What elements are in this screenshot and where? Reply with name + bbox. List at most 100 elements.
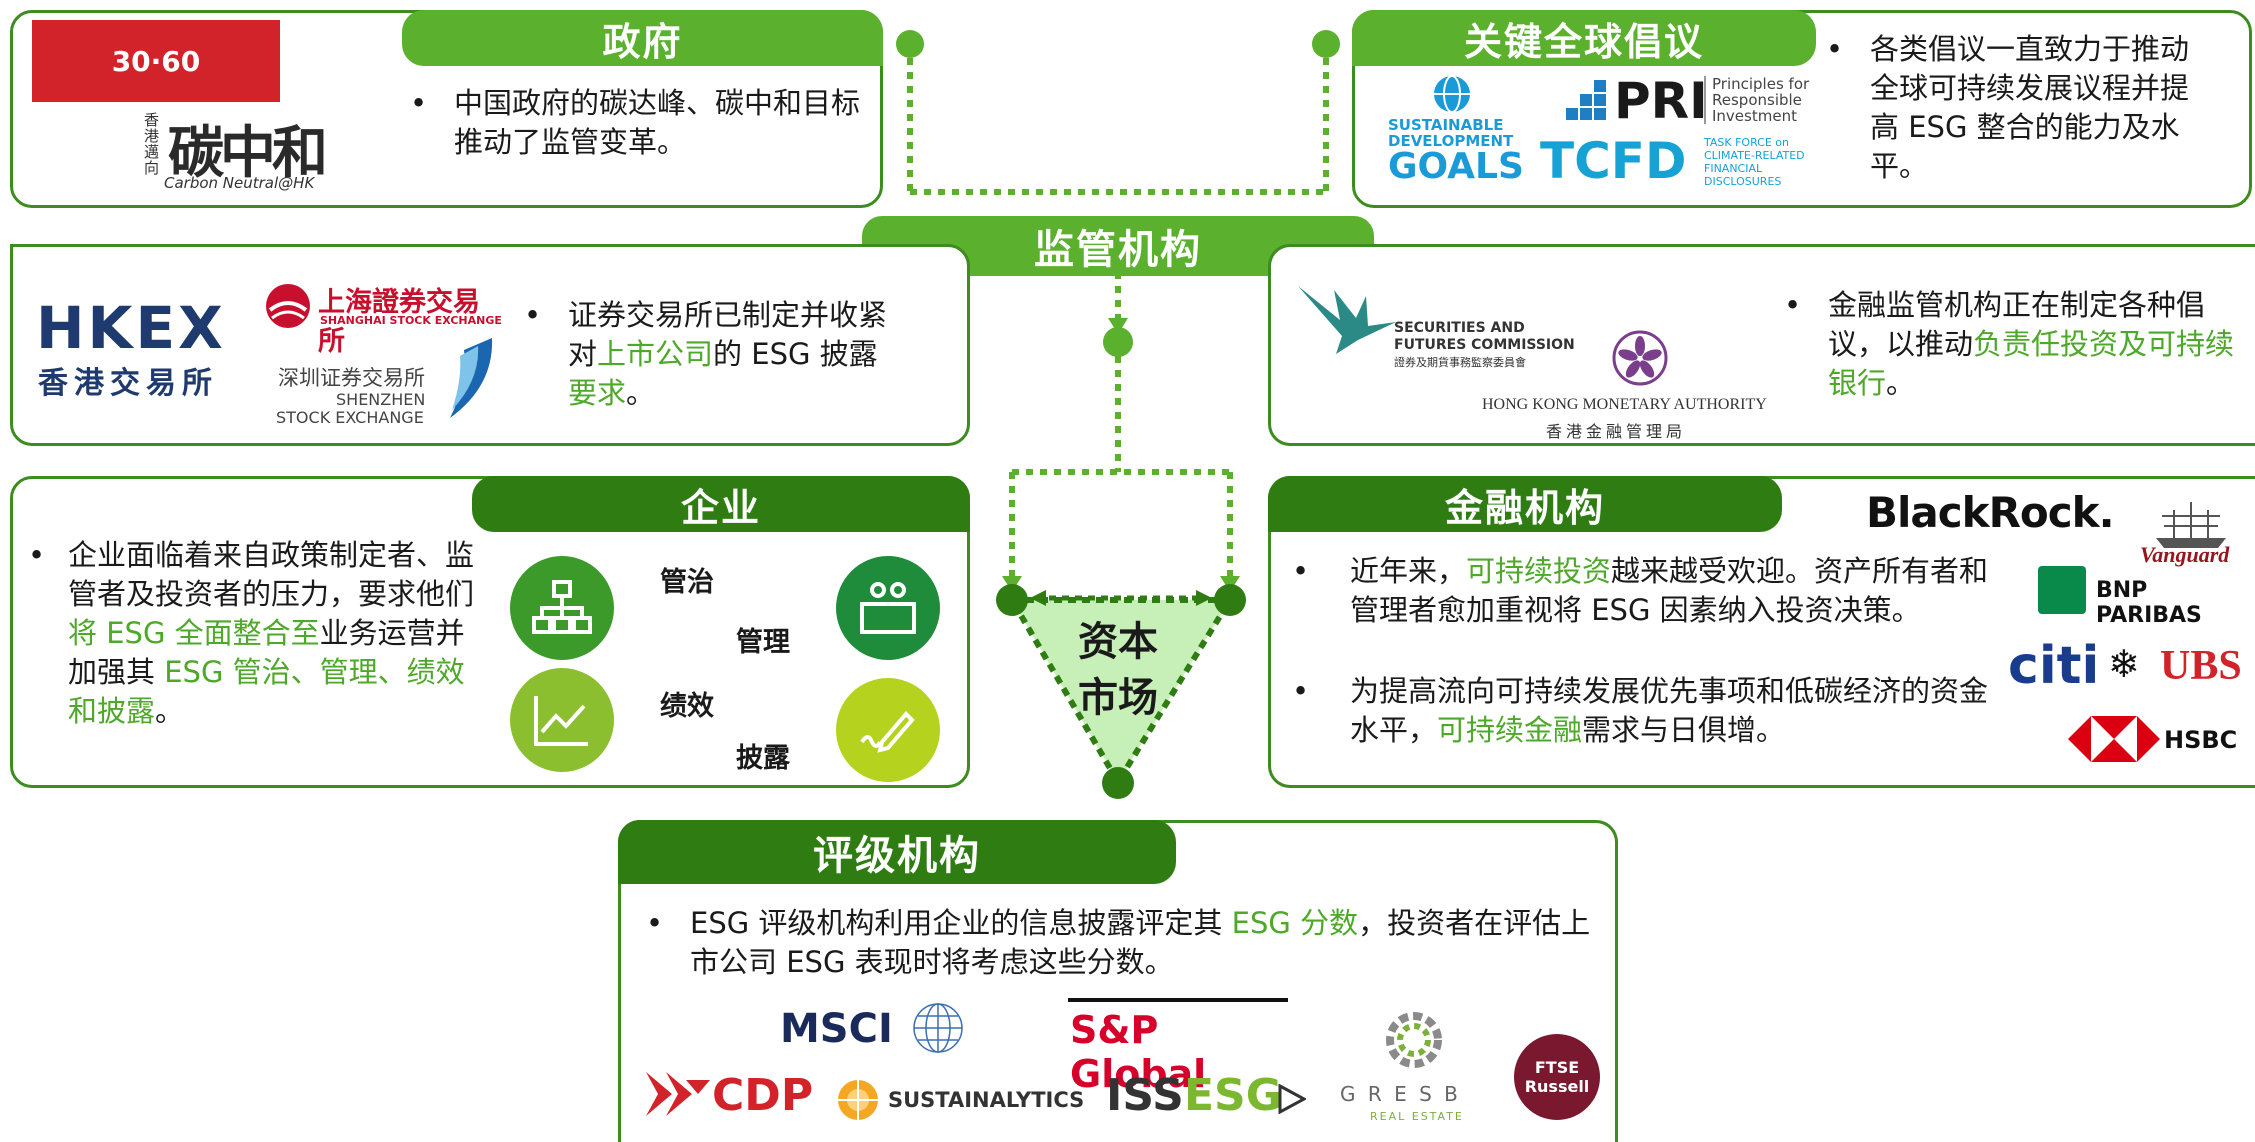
rating-agencies-header: 评级机构	[618, 820, 1176, 884]
logo-hk-prefix: 香港邁向	[144, 111, 160, 177]
capital-market-line1: 资本	[1078, 619, 1158, 665]
esg-text: ESG	[1184, 1070, 1282, 1121]
sdg-line3: GOALS	[1388, 146, 1524, 187]
governance-label: 管治	[660, 567, 714, 598]
sp-global-logo: S&P Global	[1068, 998, 1288, 1096]
hkma-cn: 香 港 金 融 管 理 局	[1546, 424, 1683, 441]
regulators-title: 监管机构	[1034, 227, 1202, 273]
sse-emblem-icon	[266, 284, 310, 328]
blackrock-logo: BlackRock.	[1866, 488, 2115, 537]
carbon-neutral-hk-logo: 香港邁向 碳中和 Carbon Neutral@HK	[144, 108, 374, 198]
cdp-text: CDP	[712, 1070, 814, 1121]
bauhinia-icon	[1612, 330, 1668, 386]
tcfd-sub-3: FINANCIAL	[1704, 162, 1763, 175]
connector-dot	[1312, 30, 1340, 58]
cdp-arrows-icon	[646, 1072, 710, 1116]
disclosure-icon-circle	[836, 678, 940, 782]
line-chart-icon	[534, 696, 588, 746]
sfc-cn: 證券及期貨事務監察委員會	[1394, 356, 1526, 369]
sdg-line2: DEVELOPMENT	[1388, 132, 1514, 150]
tcfd-sub-4: DISCLOSURES	[1704, 175, 1782, 188]
connector-dot	[1103, 327, 1133, 357]
sse-en-text: SHANGHAI STOCK EXCHANGE	[320, 314, 502, 327]
exchanges-bullet: 证券交易所已制定并收紧对上市公司的 ESG 披露要求。	[520, 296, 900, 413]
iss-esg-logo: ISS ESG	[1106, 1070, 1326, 1126]
capital-market-label: 资本 市场	[1068, 614, 1168, 726]
tcfd-logo: TCFD TASK FORCE on CLIMATE-RELATED FINAN…	[1540, 132, 1820, 192]
vanguard-logo: Vanguard	[2136, 502, 2246, 567]
sdg-line1: SUSTAINABLE	[1388, 116, 1504, 134]
sun-icon	[838, 1080, 878, 1120]
logo-sub-text: Carbon Neutral@HK	[164, 174, 315, 192]
government-title: 政府	[602, 19, 683, 64]
citi-logo: citi	[2008, 636, 2100, 696]
capital-market-triangle	[1009, 597, 1233, 785]
sustainalytics-logo: SUSTAINALYTICS	[834, 1076, 1084, 1126]
tcfd-sub-1: TASK FORCE on	[1704, 136, 1789, 149]
hkex-cn-text: 香港交易所	[38, 366, 218, 401]
szse-en-text-1: SHENZHEN	[336, 390, 426, 409]
exchanges-text: 证券交易所已制定并收紧对上市公司的 ESG 披露要求。	[520, 296, 900, 413]
globe-icon	[1434, 75, 1470, 113]
corporates-bullet: 企业面临着来自政策制定者、监管者及投资者的压力，要求他们将 ESG 全面整合至业…	[24, 536, 480, 731]
corporates-text: 企业面临着来自政策制定者、监管者及投资者的压力，要求他们将 ESG 全面整合至业…	[24, 536, 480, 731]
hkma-logo: HONG KONG MONETARY AUTHORITY 香 港 金 融 管 理…	[1476, 328, 1816, 441]
pri-sub-1: Principles for	[1712, 75, 1810, 93]
financial-institutions-title: 金融机构	[1444, 485, 1605, 530]
ftse-text: FTSE	[1534, 1058, 1580, 1077]
russell-text: Russell	[1524, 1077, 1590, 1096]
hkex-text: HKEX	[36, 294, 226, 362]
corporates-header: 企业	[472, 476, 970, 532]
msci-globe-icon	[913, 1003, 963, 1053]
ubs-logo: ❄ UBS	[2108, 642, 2248, 692]
sp-global-text: S&P Global	[1070, 1008, 1207, 1096]
bnp-text: BNP PARIBAS	[2096, 578, 2202, 628]
ubs-text: UBS	[2160, 643, 2242, 689]
performance-icon-circle	[510, 668, 614, 772]
rating-agencies-title: 评级机构	[813, 833, 981, 879]
government-header: 政府	[402, 10, 883, 66]
pri-sub-2: Responsible	[1712, 91, 1802, 109]
governance-icon-circle	[510, 556, 614, 660]
triangle-vertex	[1214, 584, 1246, 616]
initiatives-header: 关键全球倡议	[1352, 10, 1816, 66]
financial-regulators-bullet: 金融监管机构正在制定各种倡议，以推动负责任投资及可持续银行。	[1780, 286, 2250, 403]
pri-squares-icon	[1566, 80, 1606, 120]
sustainalytics-text: SUSTAINALYTICS	[888, 1088, 1085, 1112]
hkex-logo: HKEX 香港交易所	[36, 294, 246, 404]
hsbc-hexagon-icon	[2068, 716, 2160, 762]
msci-text: MSCI	[780, 1006, 893, 1052]
vanguard-text: Vanguard	[2140, 542, 2230, 567]
triangle-vertex	[996, 584, 1028, 616]
financial-regulators-text: 金融监管机构正在制定各种倡议，以推动负责任投资及可持续银行。	[1780, 286, 2250, 403]
eagle-icon	[1298, 286, 1396, 354]
gresb-ring-icon	[1386, 1012, 1442, 1068]
hsbc-logo: HSBC	[2068, 716, 2248, 766]
management-icon-circle	[836, 556, 940, 660]
szse-emblem-icon	[450, 338, 493, 418]
sfc-en-2: FUTURES COMMISSION	[1394, 337, 1575, 353]
cdp-logo: CDP	[646, 1066, 826, 1126]
sfc-logo: SECURITIES AND FUTURES COMMISSION 證券及期貨事…	[1296, 280, 1576, 370]
sfc-en-1: SECURITIES AND	[1394, 320, 1525, 336]
government-text: 中国政府的碳达峰、碳中和目标推动了监管变革。	[406, 84, 866, 162]
sdg-logo: SUSTAINABLE DEVELOPMENT GOALS	[1388, 74, 1524, 187]
bnp-paribas-logo: BNP PARIBAS	[2038, 566, 2248, 628]
rating-agencies-text: ESG 评级机构利用企业的信息披露评定其 ESG 分数，投资者在评估上市公司 E…	[642, 904, 1592, 982]
government-bullet: 中国政府的碳达峰、碳中和目标推动了监管变革。	[406, 84, 866, 162]
org-chart-icon	[532, 580, 592, 634]
triangle-vertex	[1102, 767, 1134, 799]
keys-icon: ❄	[2108, 642, 2140, 686]
hsbc-text: HSBC	[2164, 726, 2238, 754]
tcfd-text: TCFD	[1540, 132, 1687, 190]
fi-bullet-1: 近年来，可持续投资越来越受欢迎。资产所有者和管理者愈加重视将 ESG 因素纳入投…	[1288, 552, 2000, 630]
pri-sub-3: Investment	[1712, 107, 1797, 125]
bnp-emblem-icon	[2038, 566, 2086, 614]
thirty-sixty-badge: 30·60	[32, 20, 280, 102]
initiatives-text: 各类倡议一直致力于推动全球可持续发展议程并提高 ESG 整合的能力及水平。	[1822, 30, 2212, 186]
play-arrow-icon	[1278, 1084, 1306, 1114]
capital-market-line2: 市场	[1078, 675, 1158, 721]
szse-en-text-2: STOCK EXCHANGE	[276, 408, 424, 427]
hkma-en: HONG KONG MONETARY AUTHORITY	[1482, 396, 1767, 413]
